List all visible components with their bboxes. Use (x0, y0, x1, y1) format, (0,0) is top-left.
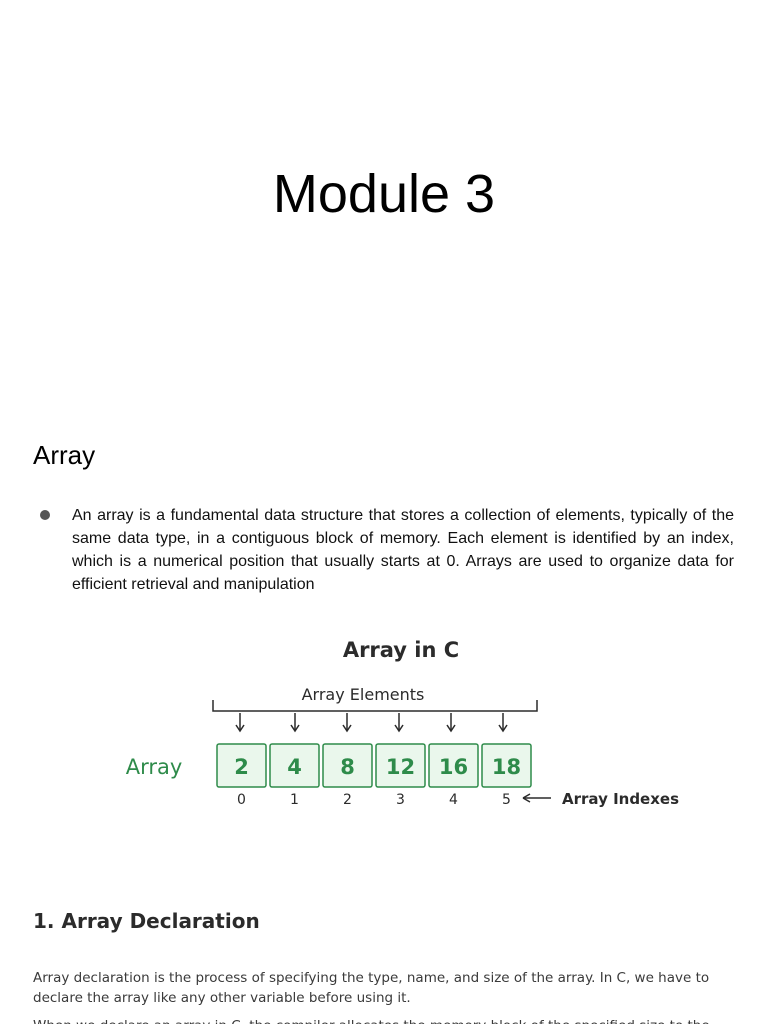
array-cell-box (481, 743, 532, 788)
subsection-next-line: When we declare an array in C, the compi… (33, 1016, 733, 1024)
array-cell-box (216, 743, 267, 788)
array-cell-value: 8 (340, 755, 355, 779)
array-label: Array (126, 755, 183, 779)
array-cell-box (269, 743, 320, 788)
element-arrows (235, 713, 508, 733)
array-indexes: 0 1 2 3 4 5 (237, 792, 511, 808)
element-arrow-head (342, 724, 352, 733)
array-cell: 18 (481, 743, 532, 788)
array-cell: 2 (216, 743, 267, 788)
array-cell-box (428, 743, 479, 788)
element-arrow-head (446, 724, 456, 733)
array-index-label: 2 (343, 792, 352, 808)
array-index-label: 0 (237, 792, 246, 808)
array-cell: 16 (428, 743, 479, 788)
array-index-label: 4 (449, 792, 458, 808)
figure-title: Array in C (343, 638, 459, 662)
array-cell: 4 (269, 743, 320, 788)
array-cell-value: 2 (234, 755, 249, 779)
array-cell-value: 18 (492, 755, 521, 779)
array-index-label: 5 (502, 792, 511, 808)
array-index-label: 3 (396, 792, 405, 808)
section-title: Array (33, 440, 96, 470)
indexes-label: Array Indexes (562, 790, 679, 808)
element-arrow-head (290, 724, 300, 733)
array-cells: 2 4 8 12 16 18 (216, 743, 532, 788)
array-cell-box (322, 743, 373, 788)
array-cell-value: 12 (386, 755, 415, 779)
subsection-heading: 1. Array Declaration (33, 909, 260, 933)
subsection-paragraph: Array declaration is the process of spec… (33, 970, 710, 1006)
array-cell: 8 (322, 743, 373, 788)
bullet-dot (40, 510, 50, 520)
array-cell-value: 4 (287, 755, 302, 779)
elements-bracket (212, 700, 538, 712)
array-cell-box (375, 743, 426, 788)
element-arrow-head (235, 724, 245, 733)
element-arrow-head (498, 724, 508, 733)
bullet-text: An array is a fundamental data structure… (72, 507, 734, 593)
element-arrow-head (394, 724, 404, 733)
array-index-label: 1 (290, 792, 299, 808)
elements-label: Array Elements (302, 685, 425, 704)
page-title: Module 3 (272, 164, 496, 224)
indexes-arrow-head (522, 793, 531, 803)
array-cell: 12 (375, 743, 426, 788)
array-cell-value: 16 (439, 755, 468, 779)
